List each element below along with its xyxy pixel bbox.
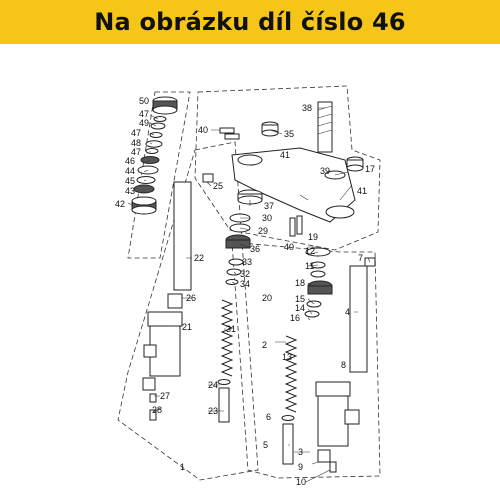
cap-nut-50 bbox=[152, 96, 178, 115]
callout-27: 27 bbox=[160, 391, 170, 401]
callout-21: 21 bbox=[182, 322, 192, 332]
callout-8: 8 bbox=[341, 360, 346, 370]
callout-4: 4 bbox=[345, 307, 350, 317]
damper-spring-31 bbox=[220, 299, 234, 377]
callout-18: 18 bbox=[295, 278, 305, 288]
callout-47: 47 bbox=[139, 109, 149, 119]
lower-leg-21 bbox=[142, 311, 183, 391]
callout-23: 23 bbox=[208, 406, 218, 416]
callout-16: 16 bbox=[290, 313, 300, 323]
upper-bracket bbox=[231, 147, 356, 223]
callout-33: 33 bbox=[242, 257, 252, 267]
callout-49: 49 bbox=[139, 118, 149, 128]
callout-34: 34 bbox=[240, 279, 250, 289]
callout-14: 14 bbox=[295, 303, 305, 313]
fork-tube-22 bbox=[173, 181, 192, 291]
callout-11: 11 bbox=[305, 261, 314, 271]
callout-7: 7 bbox=[358, 253, 363, 263]
callout-47: 47 bbox=[131, 147, 141, 157]
callout-labels: 50 47 49 47 48 47 46 44 45 43 42 40 35 3… bbox=[115, 96, 375, 487]
drain-bolt-27-28 bbox=[149, 393, 157, 421]
damper-spring-13 bbox=[284, 335, 298, 413]
callout-12: 12 bbox=[305, 246, 315, 256]
bushing-26 bbox=[167, 293, 183, 309]
title-banner: Na obrázku díl číslo 46 bbox=[0, 0, 500, 44]
callout-15: 15 bbox=[295, 294, 305, 304]
callout-1: 1 bbox=[180, 462, 185, 472]
cap-25 bbox=[202, 173, 214, 183]
damper-rod-23 bbox=[217, 379, 231, 423]
fork-exploded-diagram: 50 47 49 47 48 47 46 44 45 43 42 40 35 3… bbox=[115, 85, 381, 487]
callout-10: 10 bbox=[296, 477, 306, 487]
callout-17: 17 bbox=[365, 164, 375, 174]
callout-41: 41 bbox=[280, 150, 290, 160]
banner-title: Na obrázku díl číslo 46 bbox=[94, 8, 406, 36]
callout-25: 25 bbox=[213, 181, 223, 191]
callout-41: 41 bbox=[357, 186, 367, 196]
callout-20: 20 bbox=[262, 293, 272, 303]
callout-30: 30 bbox=[262, 213, 272, 223]
callout-32: 32 bbox=[240, 269, 250, 279]
callout-5: 5 bbox=[263, 440, 268, 450]
callout-6: 6 bbox=[266, 412, 271, 422]
damper-rod-5 bbox=[281, 415, 295, 465]
callout-38: 38 bbox=[302, 103, 312, 113]
callout-42: 42 bbox=[115, 199, 125, 209]
right-fork-group-outline bbox=[231, 241, 381, 479]
left-fork-group-outline bbox=[117, 141, 259, 481]
callout-2: 2 bbox=[262, 340, 267, 350]
steering-stem-38 bbox=[317, 101, 333, 153]
callout-31: 31 bbox=[226, 324, 236, 334]
callout-45: 45 bbox=[125, 176, 135, 186]
callout-50: 50 bbox=[139, 96, 149, 106]
callout-13: 13 bbox=[282, 352, 292, 362]
upper-bracket-group-outline bbox=[194, 85, 381, 251]
callout-3: 3 bbox=[298, 447, 303, 457]
callout-39: 39 bbox=[320, 166, 330, 176]
lower-leg-3 bbox=[315, 381, 360, 473]
callout-35: 35 bbox=[284, 129, 294, 139]
callout-48: 48 bbox=[131, 138, 141, 148]
callout-19: 19 bbox=[308, 232, 318, 242]
callout-44: 44 bbox=[125, 166, 135, 176]
fork-tube-4 bbox=[349, 257, 376, 373]
callout-47: 47 bbox=[131, 128, 141, 138]
callout-26: 26 bbox=[186, 293, 196, 303]
callout-29: 29 bbox=[258, 226, 268, 236]
seal-stack-right bbox=[304, 247, 333, 318]
cap-35 bbox=[261, 121, 279, 137]
callout-40: 40 bbox=[284, 242, 294, 252]
washer-stack bbox=[131, 116, 167, 215]
callout-37: 37 bbox=[264, 201, 274, 211]
callout-36: 36 bbox=[250, 244, 260, 254]
callout-22: 22 bbox=[194, 253, 204, 263]
bolts-40 bbox=[219, 127, 303, 237]
callout-46: 46 bbox=[125, 156, 135, 166]
callout-24: 24 bbox=[208, 380, 218, 390]
callout-43: 43 bbox=[125, 186, 135, 196]
cap-17 bbox=[346, 156, 364, 172]
callout-9: 9 bbox=[298, 462, 303, 472]
callout-40: 40 bbox=[198, 125, 208, 135]
callout-28: 28 bbox=[152, 405, 162, 415]
